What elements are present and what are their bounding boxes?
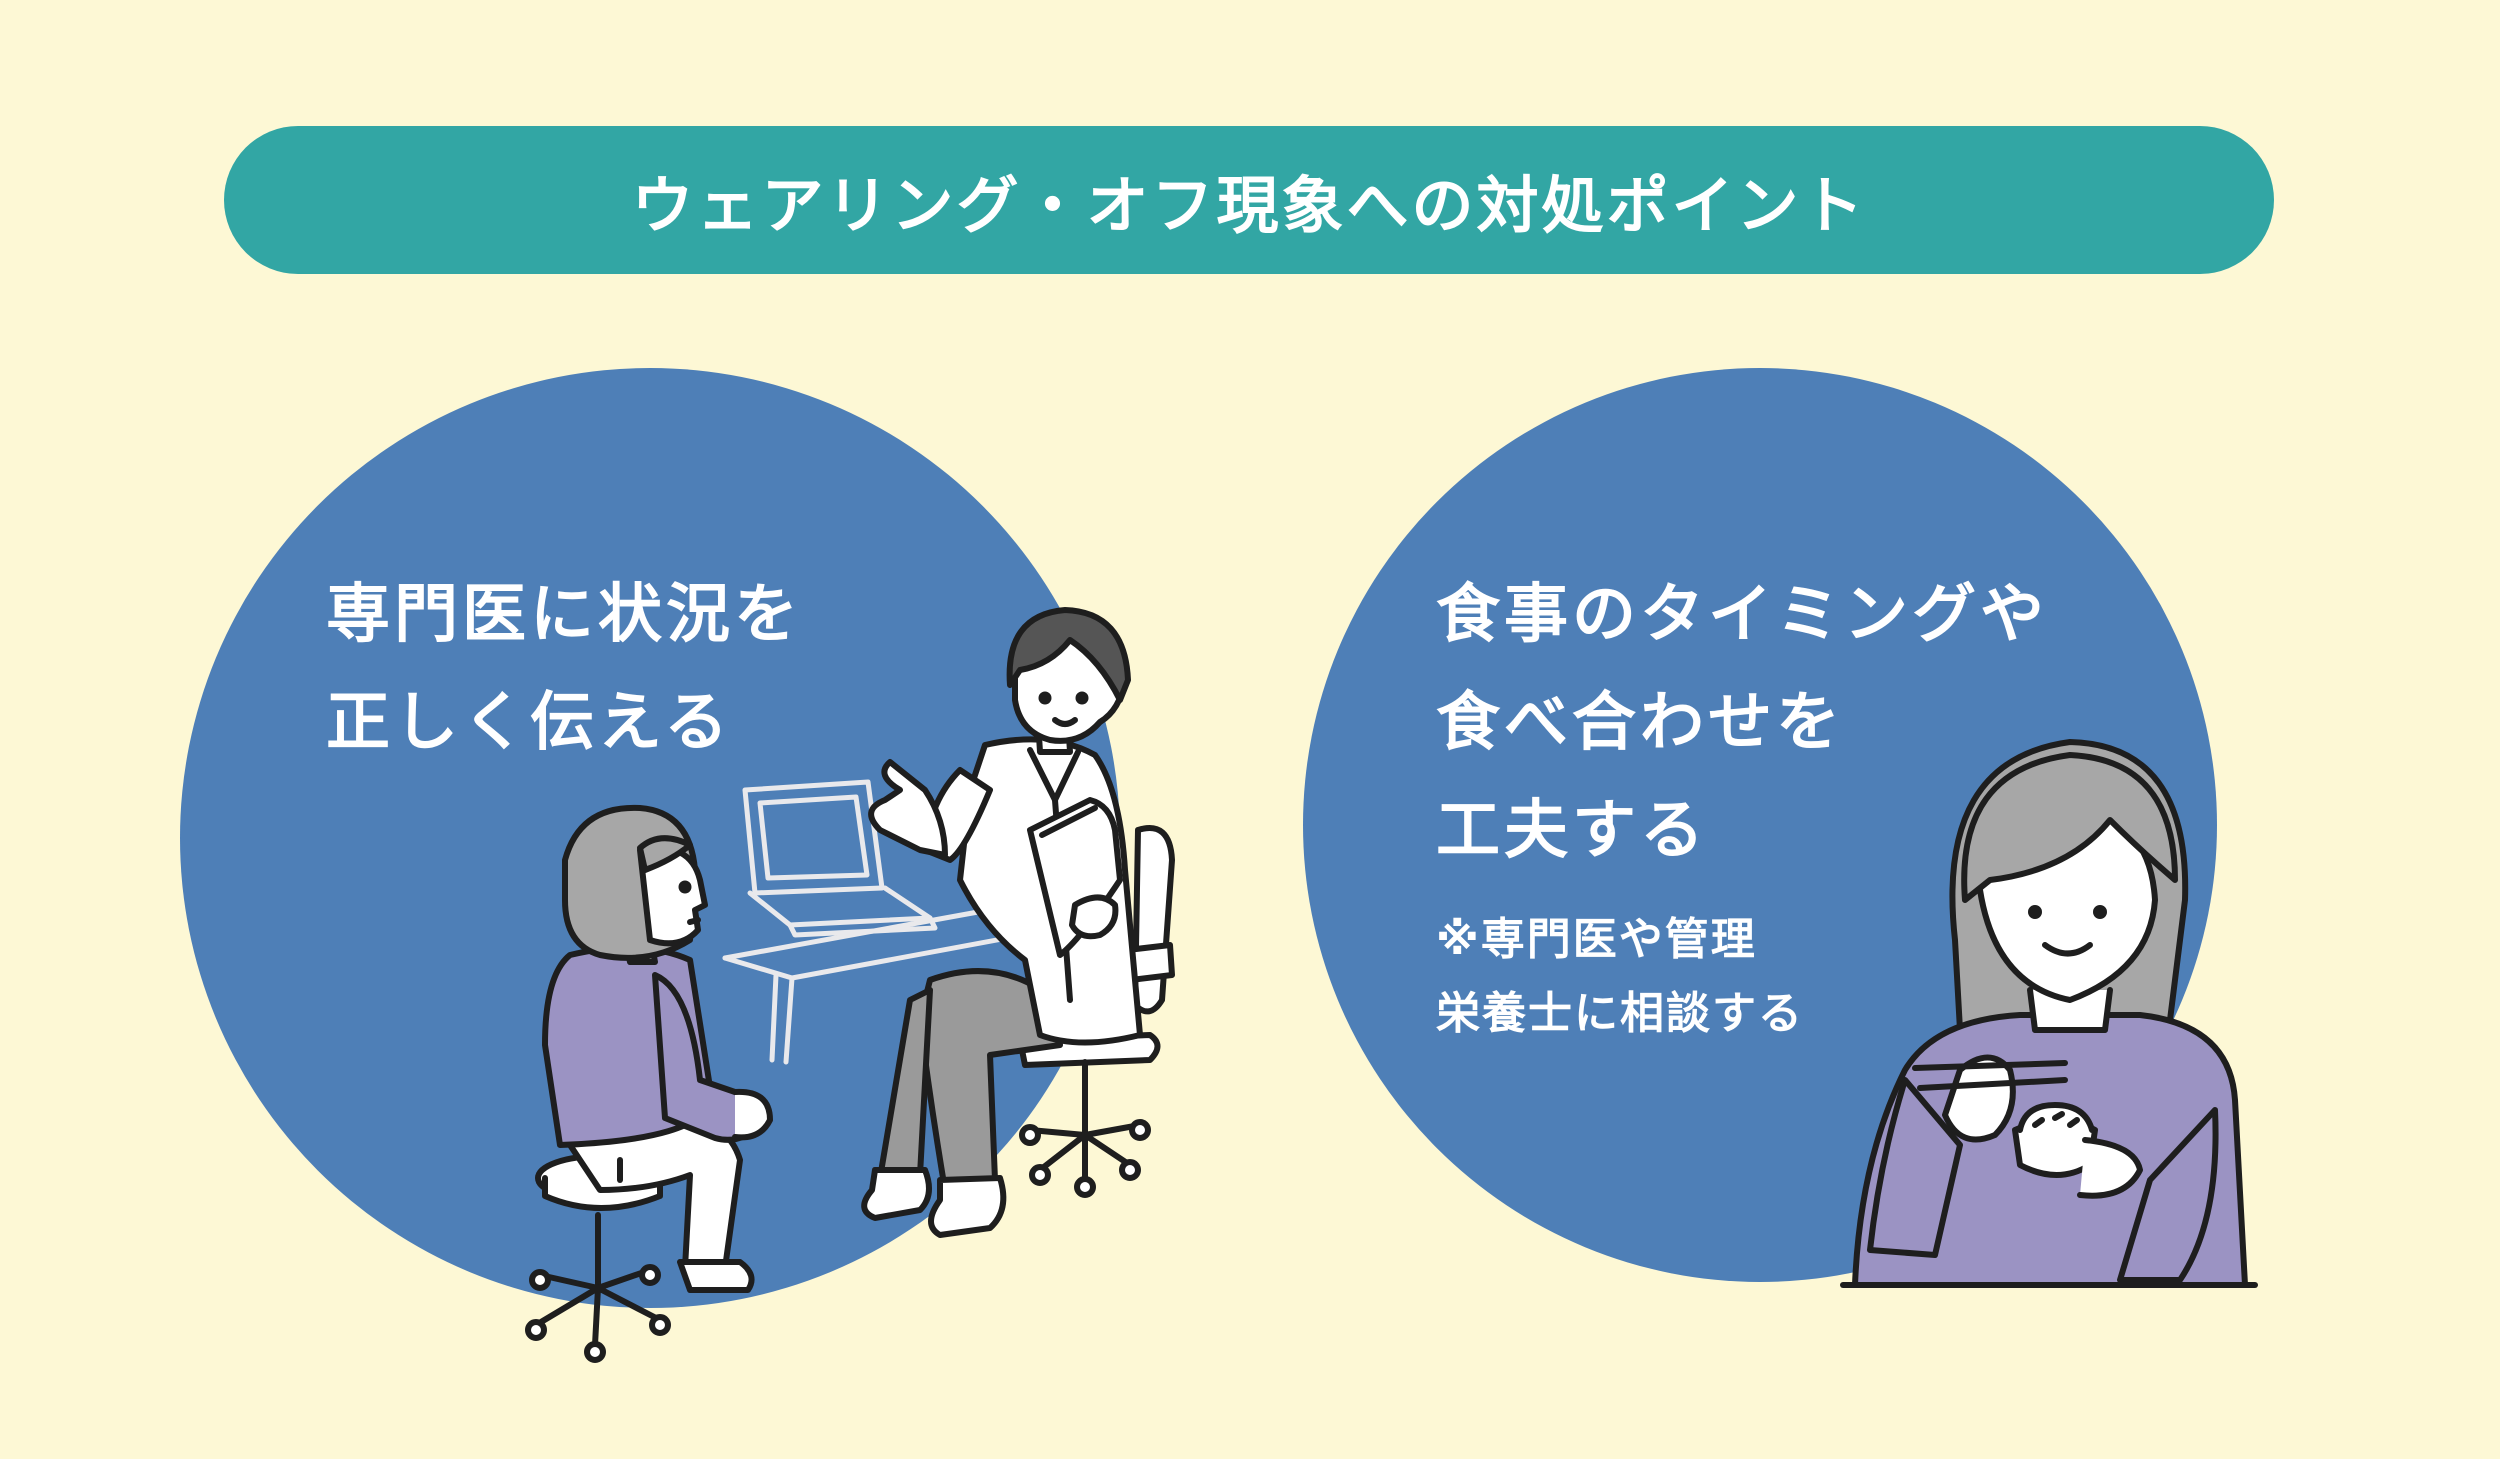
woman-eating-figure [1840, 739, 2258, 1288]
consult-heading-line1: 専門医に状況を [326, 578, 802, 652]
title-banner: ウェアリング・オフ現象への対処ポイント [224, 126, 2274, 274]
diet-heading-line2: 食べ合わせを [1436, 686, 1844, 760]
diet-heading-line1: 食事のタイミングや [1436, 578, 2048, 652]
diet-note-line1: ※専門医や管理 [1436, 914, 1757, 965]
consult-heading-line2: 正しく伝える [326, 686, 733, 760]
doctor-figure [861, 607, 1143, 1238]
patient-figure [542, 804, 773, 1293]
chopsticks-icon [1912, 1060, 2068, 1091]
diet-heading-line3: 工夫する [1436, 794, 1708, 868]
page-title: ウェアリング・オフ現象への対処ポイント [631, 169, 1867, 242]
diet-note-line2: 栄養士に相談する [1436, 988, 1804, 1039]
